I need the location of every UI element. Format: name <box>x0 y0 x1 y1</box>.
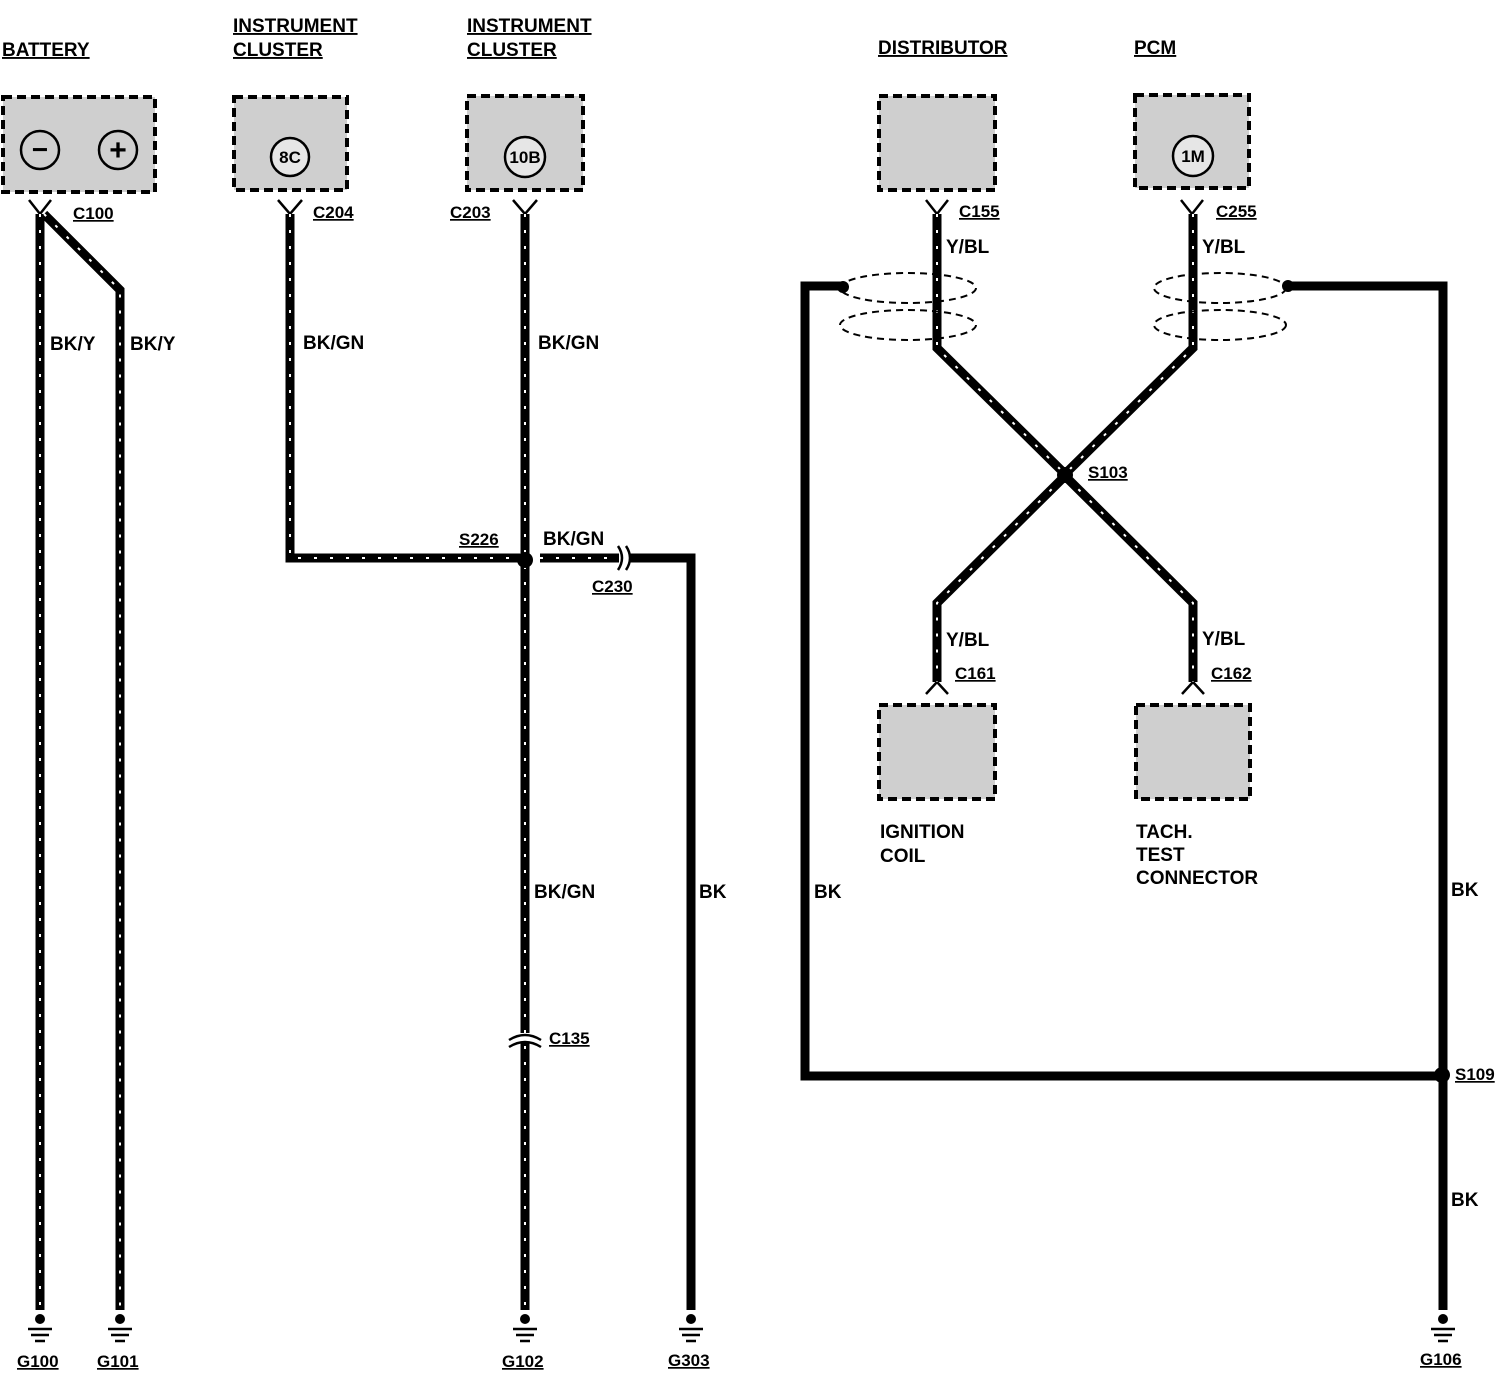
wire-color-g303: BK <box>699 882 727 903</box>
wire-color-left-shield: BK <box>814 882 842 903</box>
splice-s103 <box>1057 467 1073 483</box>
pcm-pin-circle <box>1171 134 1215 178</box>
battery-negative-terminal <box>19 129 61 171</box>
wire-color-tach: Y/BL <box>1202 629 1246 650</box>
ground-symbol-g303 <box>679 1314 703 1343</box>
ic-8c-pin-circle <box>269 136 311 178</box>
battery-component: − + <box>1 95 157 194</box>
wire-color-ic8c: BK/GN <box>303 333 364 354</box>
ignition-coil-component <box>877 703 997 801</box>
ic-10b-title-line1: INSTRUMENT <box>467 16 592 37</box>
wire-tach <box>1063 474 1198 682</box>
c135-label: C135 <box>549 1029 590 1048</box>
wire-right-shield <box>1288 281 1448 1310</box>
wire-color-dist: Y/BL <box>946 237 990 258</box>
wire-color-g106: BK <box>1451 1190 1479 1211</box>
battery-positive-symbol: + <box>109 134 127 167</box>
g100-label: G100 <box>17 1352 59 1371</box>
splice-s109 <box>1434 1067 1450 1083</box>
ground-symbol-g106 <box>1431 1314 1455 1343</box>
pcm-pin: 1M <box>1181 147 1205 166</box>
ignition-coil-name-line1: IGNITION <box>880 822 964 843</box>
inline-connector-c135 <box>508 1033 542 1049</box>
inline-connector-c230 <box>616 545 632 571</box>
ic-8c-title-line2: CLUSTER <box>233 40 323 61</box>
ic-10b-title-line2: CLUSTER <box>467 40 557 61</box>
ic-8c-title-line1: INSTRUMENT <box>233 16 358 37</box>
g102-label: G102 <box>502 1352 544 1371</box>
wire-color-s226-right: BK/GN <box>543 529 604 550</box>
wire-ic-8c <box>285 214 520 563</box>
c203-label: C203 <box>450 203 491 222</box>
c100-label: C100 <box>73 204 114 223</box>
ground-symbol-g101 <box>108 1314 132 1343</box>
splice-s226 <box>517 552 533 568</box>
wire-pcm <box>1063 214 1198 476</box>
c162-label: C162 <box>1211 664 1252 683</box>
battery-title: BATTERY <box>2 40 90 61</box>
ic-10b-component: 10B <box>465 94 585 192</box>
g101-label: G101 <box>97 1352 139 1371</box>
s226-label: S226 <box>459 530 499 549</box>
distributor-component <box>877 94 997 192</box>
ic-8c-component: 8C <box>232 95 349 192</box>
tach-name-line2: TEST <box>1136 845 1185 866</box>
shield-left <box>837 272 977 341</box>
battery-negative-symbol: − <box>32 134 48 165</box>
wire-bat-pos <box>40 210 125 1310</box>
shield-right <box>1153 272 1294 341</box>
wire-color-right-shield: BK <box>1451 880 1479 901</box>
wire-color-coil: Y/BL <box>946 630 990 651</box>
g303-label: G303 <box>668 1351 710 1370</box>
wire-color-bat-neg: BK/Y <box>50 334 96 355</box>
connector-chevrons <box>28 199 1205 695</box>
wire-ignition-coil <box>932 474 1067 682</box>
c255-label: C255 <box>1216 202 1257 221</box>
wire-color-pcm: Y/BL <box>1202 237 1246 258</box>
ic-8c-pin: 8C <box>279 148 301 167</box>
c230-label: C230 <box>592 577 633 596</box>
ground-symbol-g102 <box>513 1314 537 1343</box>
distributor-title: DISTRIBUTOR <box>878 38 1008 59</box>
wire-color-ic10b-lower: BK/GN <box>534 882 595 903</box>
tach-name-line1: TACH. <box>1136 822 1193 843</box>
tach-test-component <box>1134 703 1252 801</box>
c161-label: C161 <box>955 664 996 683</box>
wire-g303 <box>628 553 696 1310</box>
g106-label: G106 <box>1420 1350 1462 1369</box>
wire-color-ic10b-upper: BK/GN <box>538 333 599 354</box>
pcm-component: 1M <box>1133 93 1251 190</box>
wire-color-bat-pos: BK/Y <box>130 334 176 355</box>
s103-label: S103 <box>1088 463 1128 482</box>
wires <box>35 210 1448 1310</box>
pcm-title: PCM <box>1134 38 1176 59</box>
battery-positive-terminal <box>97 129 139 171</box>
s109-label: S109 <box>1455 1065 1495 1084</box>
ground-symbol-g100 <box>28 1314 52 1343</box>
ic-10b-pin: 10B <box>509 148 540 167</box>
tach-name-line3: CONNECTOR <box>1136 868 1258 889</box>
ic-10b-pin-circle <box>503 135 547 179</box>
wire-distributor <box>932 214 1067 476</box>
c204-label: C204 <box>313 203 354 222</box>
ignition-coil-name-line2: COIL <box>880 846 926 867</box>
c155-label: C155 <box>959 202 1000 221</box>
wire-left-shield <box>800 281 1440 1081</box>
